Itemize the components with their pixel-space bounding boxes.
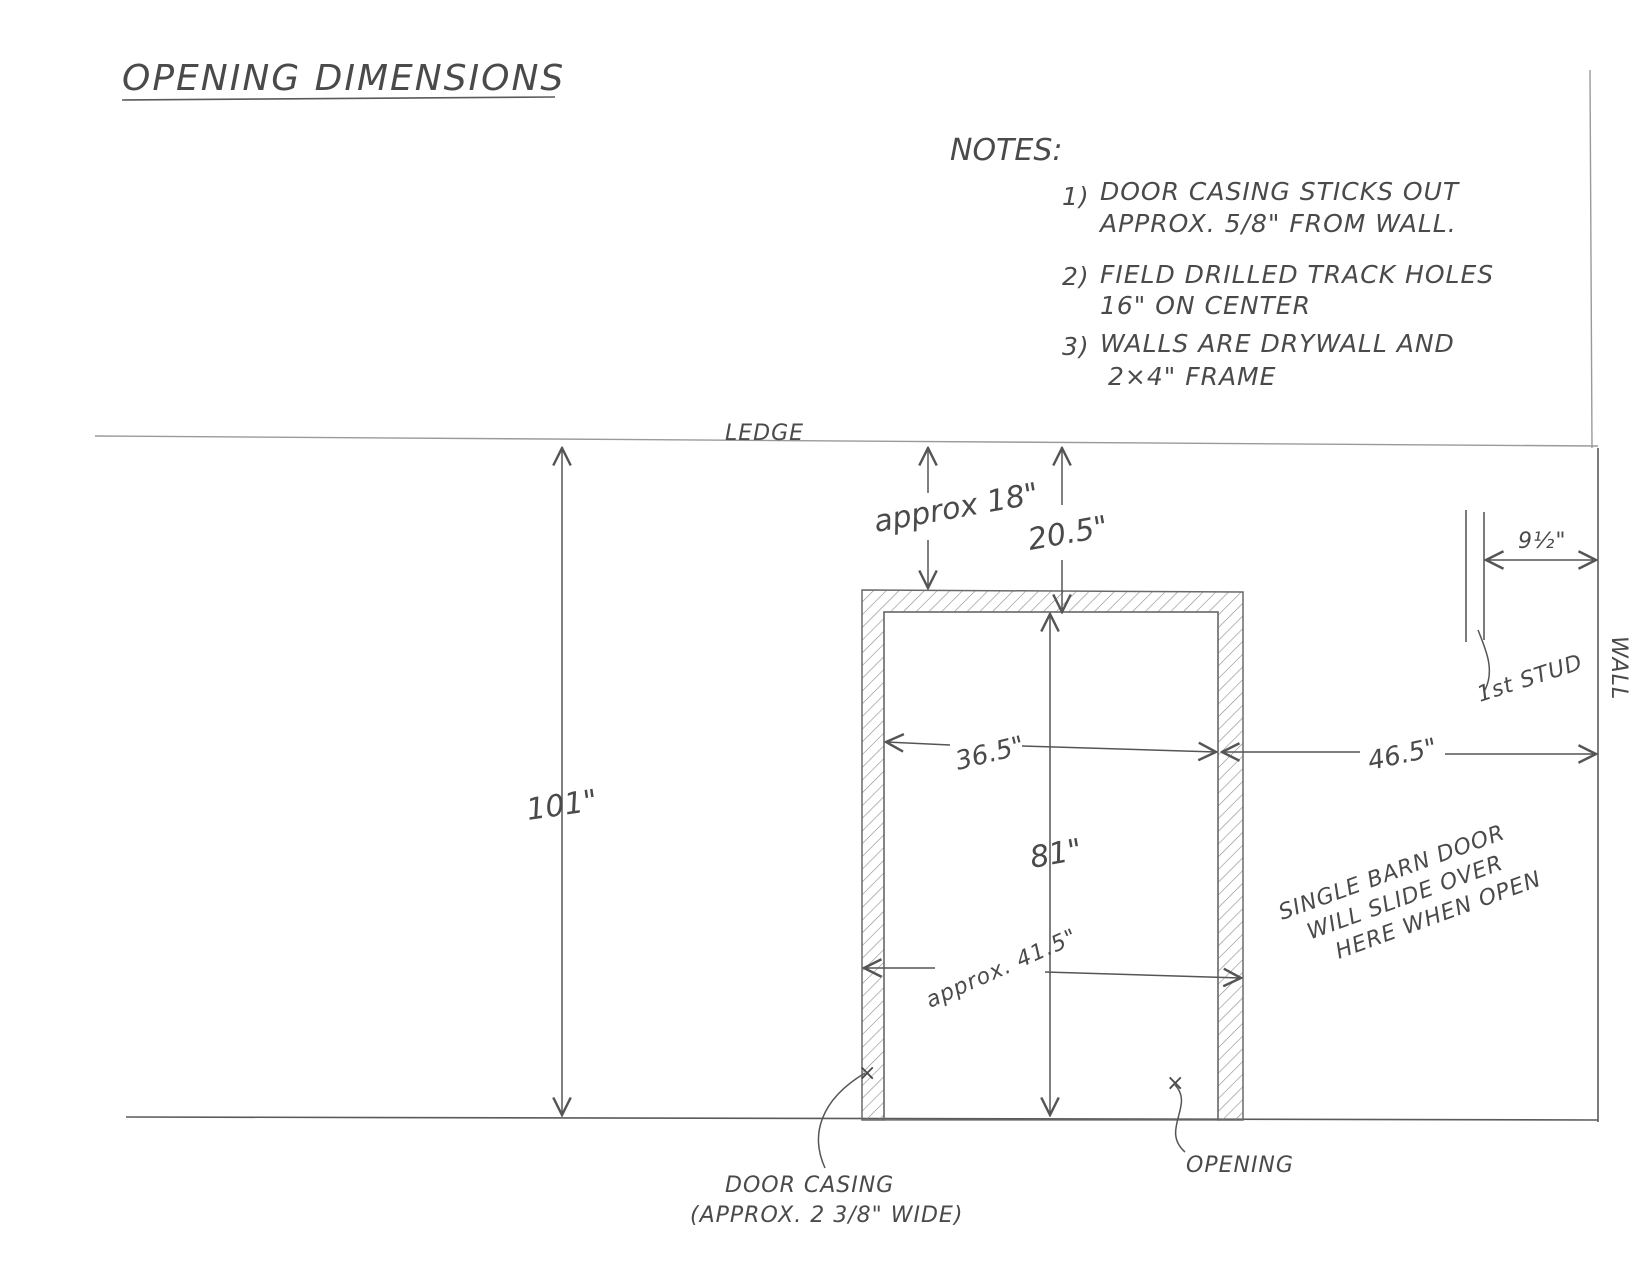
dimension-opening-height: 81" bbox=[1027, 832, 1084, 875]
door-casing-leader bbox=[817, 1072, 866, 1169]
door-opening bbox=[883, 611, 1219, 1121]
door-casing-label-line2: (APPROX. 2 3/8" WIDE) bbox=[690, 1203, 963, 1228]
ledge-line bbox=[94, 435, 1599, 447]
page-title: OPENING DIMENSIONS bbox=[122, 58, 565, 99]
dimension-opening-width-line-right bbox=[1021, 746, 1216, 752]
note-1-line2: APPROX. 5/8" FROM WALL. bbox=[1098, 209, 1457, 238]
dimension-ledge-to-floor: 101" bbox=[524, 783, 599, 828]
notes-block: NOTES: 1) DOOR CASING STICKS OUT APPROX.… bbox=[950, 133, 1494, 391]
upper-wall-line bbox=[1589, 69, 1593, 449]
door-casing-label-line1: DOOR CASING bbox=[725, 1173, 894, 1198]
opening-marker: × bbox=[1166, 1071, 1185, 1096]
title-underline bbox=[121, 96, 556, 101]
first-stud-label: 1st STUD bbox=[1474, 650, 1586, 708]
note-3-number: 3) bbox=[1062, 332, 1090, 361]
note-2-line2: 16" ON CENTER bbox=[1100, 291, 1311, 320]
dimension-opening-width-line-left bbox=[886, 742, 951, 745]
dimension-casing-width: approx. 41.5" bbox=[922, 924, 1081, 1013]
note-1-line1: DOOR CASING STICKS OUT bbox=[1100, 177, 1460, 206]
wall-label: WALL bbox=[1606, 636, 1631, 700]
notes-heading: NOTES: bbox=[950, 133, 1063, 168]
opening-label: OPENING bbox=[1186, 1153, 1294, 1178]
dimension-ledge-to-opening: 20.5" bbox=[1025, 509, 1110, 557]
door-casing-marker: × bbox=[858, 1061, 877, 1086]
opening-leader bbox=[1174, 1084, 1186, 1153]
dimension-opening-width: 36.5" bbox=[952, 731, 1027, 777]
dimension-casing-width-line-right bbox=[1044, 972, 1241, 978]
dimension-ledge-to-casing: approx 18" bbox=[871, 477, 1041, 540]
barn-door-note: SINGLE BARN DOOR WILL SLIDE OVER HERE WH… bbox=[1276, 820, 1545, 964]
note-1-number: 1) bbox=[1062, 182, 1090, 211]
note-2-line1: FIELD DRILLED TRACK HOLES bbox=[1100, 260, 1494, 289]
note-3-line1: WALLS ARE DRYWALL AND bbox=[1100, 329, 1455, 358]
first-stud-leader bbox=[1477, 629, 1491, 691]
ledge-label: LEDGE bbox=[725, 421, 804, 446]
note-3-line2: 2×4" FRAME bbox=[1108, 362, 1276, 391]
dimension-stud-to-wall: 9½" bbox=[1518, 529, 1566, 554]
dimension-opening-to-wall: 46.5" bbox=[1365, 733, 1440, 777]
note-2-number: 2) bbox=[1062, 262, 1090, 291]
